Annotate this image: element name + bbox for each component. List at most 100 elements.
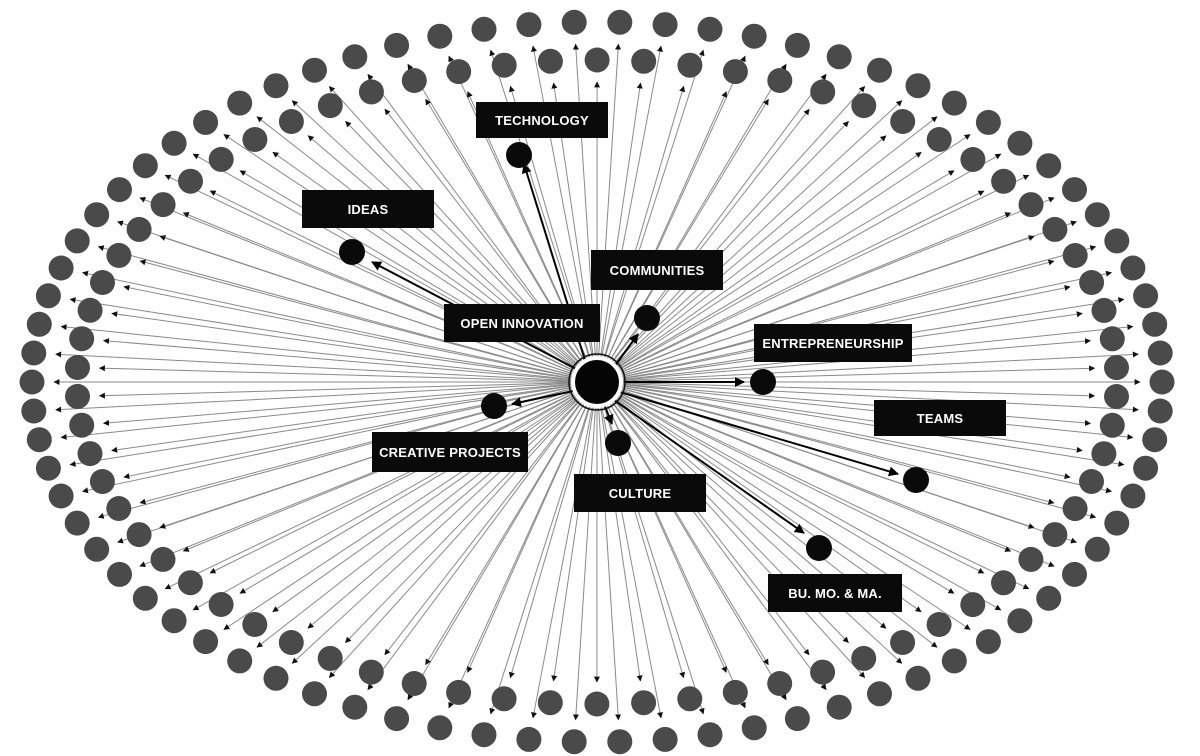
outer-node [21, 340, 47, 366]
outer-node [826, 694, 852, 720]
node-technology [506, 142, 532, 168]
outer-node [446, 679, 472, 705]
spoke-edge [596, 153, 1002, 383]
outer-node [193, 109, 219, 135]
label-open-innovation: OPEN INNOVATION [444, 304, 600, 342]
spoke-edge [489, 381, 598, 715]
spoke-edge [596, 381, 1083, 453]
outer-node [1142, 311, 1168, 337]
spoke-edge [596, 235, 1035, 383]
outer-node [851, 93, 877, 119]
outer-node [401, 671, 427, 696]
outer-node [1084, 202, 1110, 228]
outer-node [1142, 427, 1168, 453]
spoke-edge [60, 381, 598, 440]
outer-node [1133, 455, 1159, 481]
outer-node [960, 147, 986, 172]
outer-node [631, 690, 657, 716]
outer-node [1133, 283, 1159, 309]
outer-node [89, 469, 115, 494]
spoke-edge [256, 116, 598, 383]
spoke-edge [328, 381, 598, 678]
outer-node [1120, 483, 1146, 509]
label-culture: CULTURE [574, 474, 706, 512]
outer-node [584, 47, 610, 73]
outer-node [132, 153, 158, 179]
outer-node [1120, 255, 1146, 281]
outer-node [84, 536, 110, 562]
outer-node [1149, 369, 1175, 395]
outer-node [1104, 355, 1129, 381]
outer-node [35, 455, 61, 481]
spoke-edge [123, 284, 598, 383]
outer-node [890, 109, 916, 134]
label-ideas: IDEAS [302, 190, 434, 228]
outer-node [178, 168, 203, 194]
svg-text:COMMUNITIES: COMMUNITIES [610, 263, 705, 278]
outer-node [64, 228, 90, 254]
outer-node [905, 665, 931, 691]
outer-node [1018, 192, 1044, 218]
node-bu-mo-ma [806, 535, 832, 561]
outer-node [242, 127, 268, 152]
spoke-edge [596, 381, 769, 666]
outer-node [1007, 608, 1033, 634]
outer-node [90, 270, 115, 295]
spoke-edge [596, 381, 827, 691]
outer-node [77, 297, 103, 323]
svg-text:CULTURE: CULTURE [609, 486, 672, 501]
label-communities: COMMUNITIES [591, 250, 723, 290]
spoke-edge [596, 63, 787, 383]
edge-culture [603, 403, 614, 425]
outer-node [302, 57, 327, 83]
outer-node [227, 648, 253, 674]
spoke-edge [596, 381, 1125, 467]
spoke-edge [596, 259, 1055, 383]
spoke-edge [596, 381, 903, 664]
outer-node [722, 59, 748, 85]
spoke-edge [596, 151, 922, 383]
svg-text:TECHNOLOGY: TECHNOLOGY [495, 113, 589, 128]
outer-nodes [19, 9, 1175, 755]
spoke-edge [596, 381, 1096, 399]
outer-node [722, 679, 748, 705]
outer-node [161, 130, 187, 156]
outer-node [867, 681, 892, 707]
label-entrepreneurship: ENTREPRENEURSHIP [754, 324, 912, 362]
outer-node [1099, 326, 1125, 352]
outer-node [1036, 585, 1062, 611]
spoke-edge [467, 381, 598, 673]
spoke-edge [60, 324, 598, 383]
outer-node [106, 242, 132, 268]
outer-node [64, 510, 90, 536]
outer-node [107, 561, 132, 587]
outer-node [677, 52, 703, 78]
outer-node [263, 665, 289, 691]
outer-node [278, 630, 304, 655]
spoke-edge [596, 100, 903, 383]
outer-node [19, 369, 45, 395]
outer-node [697, 722, 723, 748]
outer-node [1042, 522, 1068, 548]
spoke-edge [596, 43, 622, 383]
outer-node [975, 629, 1001, 655]
edge-communities [611, 333, 639, 371]
edge-creative-projects [511, 389, 579, 408]
spoke-edge [596, 212, 1012, 383]
outer-node [342, 694, 368, 720]
outer-node [107, 177, 132, 203]
spoke-edge [111, 381, 598, 453]
outer-node [991, 168, 1017, 194]
outer-node [991, 570, 1016, 596]
spoke-edge [97, 245, 598, 383]
outer-node [48, 483, 74, 509]
node-communities [634, 305, 660, 331]
node-teams [903, 467, 929, 493]
spoke-edge [596, 91, 727, 383]
svg-text:CREATIVE PROJECTS: CREATIVE PROJECTS [379, 445, 521, 460]
outer-node [741, 715, 767, 741]
spoke-edge [164, 174, 598, 383]
outer-node [471, 722, 497, 748]
spoke-edge [596, 134, 971, 383]
spoke-edge [596, 45, 663, 383]
